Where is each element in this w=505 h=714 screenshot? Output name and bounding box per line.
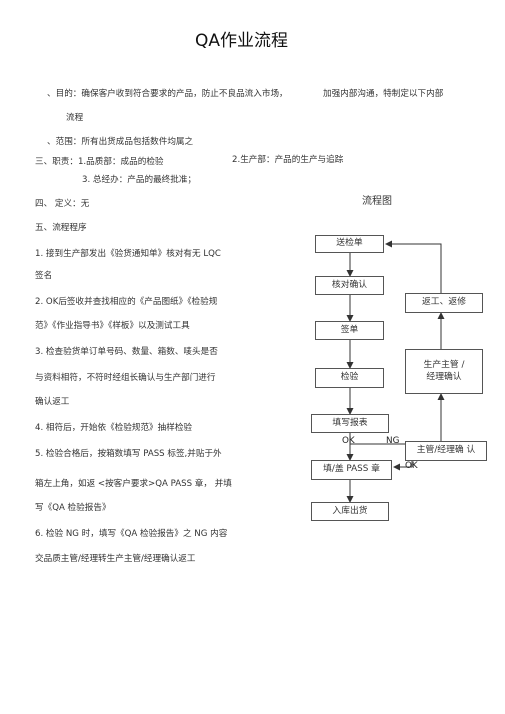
flow-box-verify: 核对确认 xyxy=(315,276,384,295)
duty-quality: 三、职责：1.品质部：成品的检验 xyxy=(35,157,164,167)
step-6-line-1: 6. 检验 NG 时，填写《QA 检验报告》之 NG 内容 xyxy=(35,529,228,539)
flow-label-ok-return: OK xyxy=(405,461,418,471)
flow-box-fill-report: 填写报表 xyxy=(311,414,389,433)
purpose-line-1b: 加强内部沟通，特制定以下内部 xyxy=(323,89,444,99)
step-2-line-2: 范》《作业指导书》《样板》以及测试工具 xyxy=(35,321,190,331)
step-5-line-2: 箱左上角，如返 <按客户要求>QA PASS 章， 并填 xyxy=(35,479,232,489)
step-3-line-3: 确认返工 xyxy=(35,397,70,407)
flow-box-pass-stamp: 填/盖 PASS 章 xyxy=(311,460,392,480)
flow-box-inspect: 检验 xyxy=(315,368,384,388)
definition-line: 四、 定义：无 xyxy=(35,199,90,209)
step-3-line-2: 与资料相符，不符时经组长确认与生产部门进行 xyxy=(35,373,216,383)
flow-box-qa-manager: 主管/经理确 认 xyxy=(405,441,487,461)
step-3-line-1: 3. 检查验货单订单号码、数量、箱数、唛头是否 xyxy=(35,347,218,357)
flow-box-sign: 签单 xyxy=(315,321,384,340)
flow-label-ng: NG xyxy=(386,436,400,446)
purpose-line-1: 、目的：确保客户收到符合要求的产品，防止不良品流入市场， xyxy=(47,89,288,99)
purpose-line-2: 流程 xyxy=(66,113,84,123)
step-1-line-1: 1. 接到生产部发出《验货通知单》核对有无 LQC xyxy=(35,249,221,259)
flowchart-title: 流程图 xyxy=(362,196,392,207)
flow-box-rework: 返工、返修 xyxy=(405,293,483,313)
page-title: QA作业流程 xyxy=(195,31,289,51)
step-2-line-1: 2. OK后签收并查找相应的《产品图纸》《检验规 xyxy=(35,297,218,307)
flow-label-ok: OK xyxy=(342,436,355,446)
step-5-line-1: 5. 检验合格后，按箱数填写 PASS 标签,并贴于外 xyxy=(35,449,222,459)
duty-production: 2.生产部：产品的生产与追踪 xyxy=(232,155,344,165)
step-6-line-2: 交品质主管/经理转生产主管/经理确认返工 xyxy=(35,554,196,564)
scope-line: 、范围：所有出货成品包括数件均属之 xyxy=(47,137,194,147)
duty-general-office: 3. 总经办：产品的最终批准； xyxy=(82,175,197,185)
step-4-line: 4. 相符后，开始依《检验规范》抽样检验 xyxy=(35,423,193,433)
step-1-line-2: 签名 xyxy=(35,271,53,281)
flow-box-production-manager: 生产主管 / 经理确认 xyxy=(405,349,483,394)
flow-box-store-ship: 入库出货 xyxy=(311,502,389,521)
flow-box-inspection-request: 送检单 xyxy=(315,235,384,253)
procedure-heading: 五、流程程序 xyxy=(35,223,87,233)
step-5-line-3: 写《QA 检验报告》 xyxy=(35,503,111,513)
